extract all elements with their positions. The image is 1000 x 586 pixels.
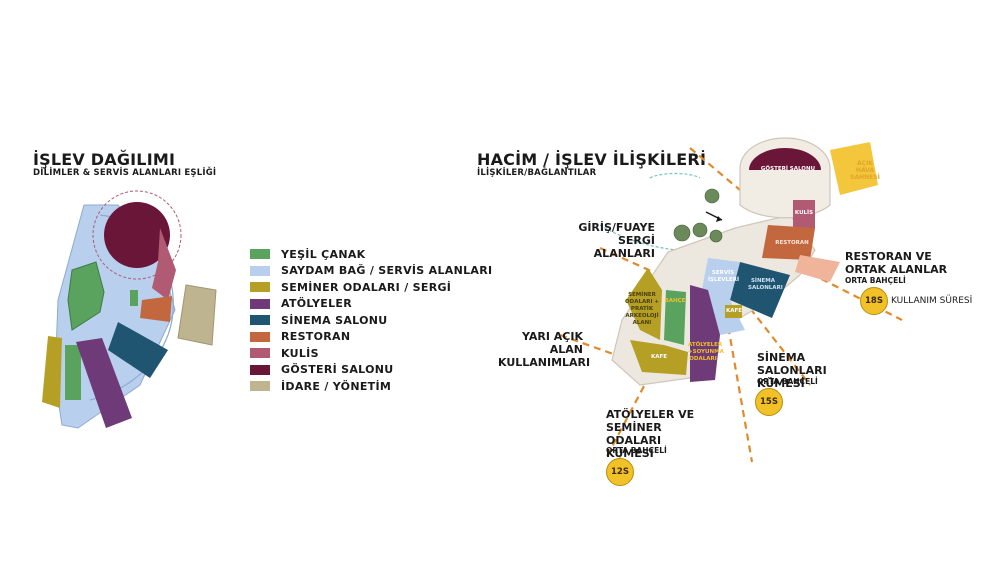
ann-restoran-sub: ORTA BAHÇELİ xyxy=(845,276,906,285)
connector-1 xyxy=(689,147,741,191)
restoran-block xyxy=(140,296,172,322)
ann-sinema: SİNEMA SALONLARI KÜMESİ xyxy=(757,351,827,390)
legend-label: SEMİNER ODALARI / SERGİ xyxy=(281,280,452,294)
seminer-block xyxy=(42,336,62,408)
seminer-volume xyxy=(626,268,662,340)
sinema-block xyxy=(108,322,168,378)
left-title: İŞLEV DAĞILIMI xyxy=(33,150,176,169)
inlabel-acik: AÇIK HAVA SAHNESİ xyxy=(850,160,880,181)
acik-hava-wedge xyxy=(830,142,878,195)
bahce-volume xyxy=(664,290,686,345)
ann-kullanim: KULLANIM SÜRESİ xyxy=(891,296,973,306)
atolye-block xyxy=(76,338,132,428)
kafe-volume xyxy=(630,340,688,375)
teal-curve xyxy=(649,172,701,179)
inlabel-bahce: BAHÇE xyxy=(664,298,686,304)
legend-swatch xyxy=(250,298,270,309)
ann-giris: GİRİŞ/FUAYE SERGİ ALANLARI xyxy=(578,221,655,260)
atolye-volume xyxy=(690,285,720,382)
ann-atolye-sub: ORTA BAHÇELİ xyxy=(606,446,667,455)
legend-label: KULİS xyxy=(281,346,319,360)
legend-swatch xyxy=(250,265,270,276)
inlabel-kafe2: KAFE xyxy=(650,354,668,360)
legend-item: YEŞİL ÇANAK xyxy=(250,246,492,263)
badge-15s: 15S xyxy=(755,388,783,416)
legend: YEŞİL ÇANAK SAYDAM BAĞ / SERVİS ALANLARI S… xyxy=(250,246,492,395)
teal-curve-2 xyxy=(599,224,746,252)
ann-yari: YARI AÇIK ALAN KULLANIMLARI xyxy=(498,330,591,369)
inlabel-sinema: SİNEMA SALONLARI xyxy=(748,278,783,291)
right-title: HACİM / İŞLEV İLİŞKİLERİ xyxy=(477,150,707,169)
restoran-volume xyxy=(762,225,815,260)
ann-restoran: RESTORAN VE ORTAK ALANLAR xyxy=(845,250,948,276)
right-subtitle: İLİŞKİLER/BAĞLANTILAR xyxy=(477,168,597,178)
inlabel-atolye: ATÖLYELER +SOYUNMA ODALARI xyxy=(688,342,724,362)
small-green xyxy=(130,290,138,306)
legend-swatch xyxy=(250,348,270,359)
inlabel-kulis: KULİS xyxy=(794,210,814,216)
legend-swatch xyxy=(250,331,270,342)
left-subtitle: DİLİMLER & SERVİS ALANLARI EŞLİĞİ xyxy=(33,168,217,178)
legend-label: YEŞİL ÇANAK xyxy=(281,247,366,261)
legend-label: İDARE / YÖNETİM xyxy=(281,379,392,393)
ann-sinema-sub: ORTA BAHÇELİ xyxy=(757,377,818,386)
legend-item: SEMİNER ODALARI / SERGİ xyxy=(250,279,492,296)
legend-swatch xyxy=(250,249,270,260)
kulis-block xyxy=(152,228,176,300)
legend-label: ATÖLYELER xyxy=(281,297,352,311)
legend-swatch xyxy=(250,315,270,326)
connector-2 xyxy=(599,246,661,277)
legend-item: RESTORAN xyxy=(250,329,492,346)
trees xyxy=(673,188,723,243)
legend-label: SAYDAM BAĞ / SERVİS ALANLARI xyxy=(281,264,493,278)
restoran-terrace xyxy=(795,255,840,282)
legend-item: KULİS xyxy=(250,345,492,362)
legend-item: ATÖLYELER xyxy=(250,296,492,313)
legend-item: GÖSTERİ SALONU xyxy=(250,362,492,379)
entry-arrowhead xyxy=(716,216,722,222)
ann-atolye: ATÖLYELER VE SEMİNER ODALARI KÜMESİ xyxy=(606,408,695,460)
inlabel-seminer: SEMİNER ODALARI + PRATİK ARKEOLOJİ ALANI xyxy=(624,292,660,326)
legend-label: SİNEMA SALONU xyxy=(281,313,388,327)
inlabel-kafe1: KAFE xyxy=(725,308,743,314)
kulis-volume xyxy=(793,200,815,228)
connector-6 xyxy=(727,279,811,386)
legend-swatch xyxy=(250,282,270,293)
drum-body xyxy=(739,170,831,219)
inlabel-gosteri: GÖSTERİ SALONU xyxy=(760,166,816,172)
legend-label: RESTORAN xyxy=(281,330,351,344)
gosteri-dashed xyxy=(92,190,182,280)
inlabel-restoran: RESTORAN xyxy=(775,240,809,246)
legend-item: SAYDAM BAĞ / SERVİS ALANLARI xyxy=(250,263,492,280)
badge-12s: 12S xyxy=(606,458,634,486)
gosteri-salonu-circle xyxy=(104,202,170,268)
badge-18s: 18S xyxy=(860,287,888,315)
idare-block xyxy=(177,284,217,346)
legend-item: İDARE / YÖNETİM xyxy=(250,378,492,395)
kafe-small xyxy=(725,305,742,318)
small-green-2 xyxy=(65,345,81,400)
yesil-canak xyxy=(67,261,105,331)
legend-item: SİNEMA SALONU xyxy=(250,312,492,329)
inlabel-servis: SERVİS İŞLEVLERİ xyxy=(708,270,740,283)
sinema-volume xyxy=(730,262,790,318)
legend-swatch xyxy=(250,381,270,392)
legend-swatch xyxy=(250,364,270,375)
legend-label: GÖSTERİ SALONU xyxy=(281,363,394,377)
